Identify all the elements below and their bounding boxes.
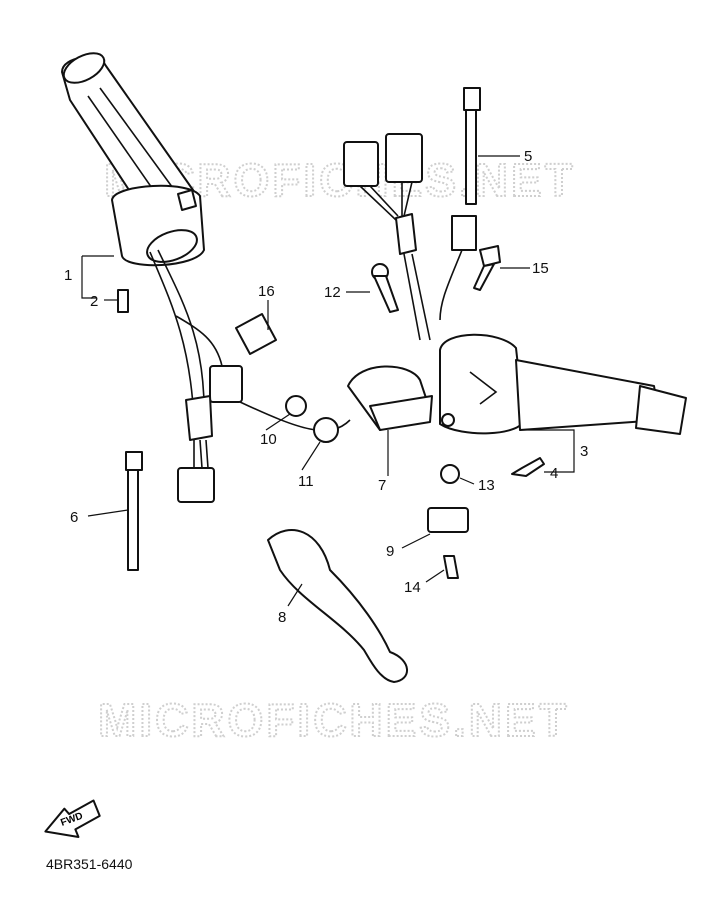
screw-2: [117, 289, 129, 313]
screw-14: [443, 555, 459, 579]
cable-tie-6: [125, 451, 143, 571]
callout-8: 8: [278, 609, 286, 626]
callout-4: 4: [550, 465, 558, 482]
callout-9: 9: [386, 543, 394, 560]
callout-2: 2: [90, 293, 98, 310]
callout-6: 6: [70, 509, 78, 526]
right-switch-assembly: [439, 333, 687, 435]
fwd-arrow-icon: FWD: [44, 799, 101, 838]
callout-12: 12: [324, 284, 341, 301]
small-connector-wire: [439, 249, 463, 321]
left-wire-harness: [149, 249, 351, 503]
callout-5: 5: [524, 148, 532, 165]
lever-holder: [347, 365, 433, 431]
right-connector-pair: [343, 133, 431, 341]
callout-7: 7: [378, 477, 386, 494]
small-connector: [451, 215, 477, 251]
watermark-bottom: MICROFICHES.NET: [98, 694, 570, 746]
collar-11: [313, 417, 339, 443]
nut-13: [440, 464, 460, 484]
cable-tie-5: [463, 87, 481, 205]
collar-10: [285, 395, 307, 417]
clutch-lever: [267, 529, 408, 683]
callout-13: 13: [478, 477, 495, 494]
grommet-16: [235, 313, 277, 355]
bolt-12: [371, 263, 399, 313]
callout-16: 16: [258, 283, 275, 300]
leader-lines: [81, 155, 575, 607]
bolt-15: [473, 245, 501, 291]
callout-1: 1: [64, 267, 72, 284]
callout-15: 15: [532, 260, 549, 277]
callout-10: 10: [260, 431, 277, 448]
diagram-code: 4BR351-6440: [46, 856, 133, 872]
switch-9: [427, 507, 469, 533]
callout-11: 11: [298, 473, 314, 490]
screw-4: [511, 457, 545, 477]
callout-3: 3: [580, 443, 588, 460]
callout-14: 14: [404, 579, 421, 596]
